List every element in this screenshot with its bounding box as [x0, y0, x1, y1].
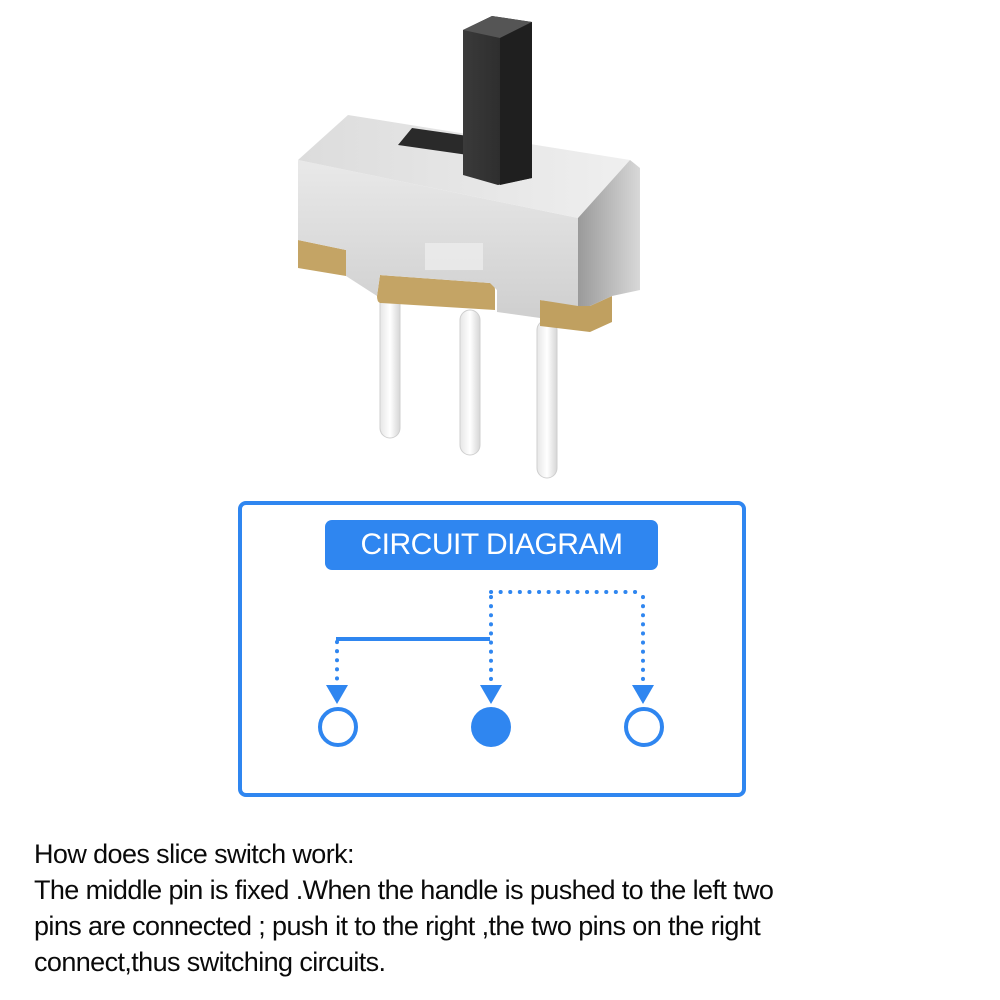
description-line: pins are connected ; push it to the righ… [34, 911, 761, 941]
description-line: connect,thus switching circuits. [34, 947, 386, 977]
description-heading: How does slice switch work: [34, 839, 355, 869]
circuit-diagram-title: CIRCUIT DIAGRAM [325, 520, 658, 570]
switch-description: How does slice switch work: The middle p… [34, 836, 984, 980]
slide-switch-illustration [298, 16, 640, 479]
description-line: The middle pin is fixed .When the handle… [34, 875, 774, 905]
pins [379, 287, 558, 479]
